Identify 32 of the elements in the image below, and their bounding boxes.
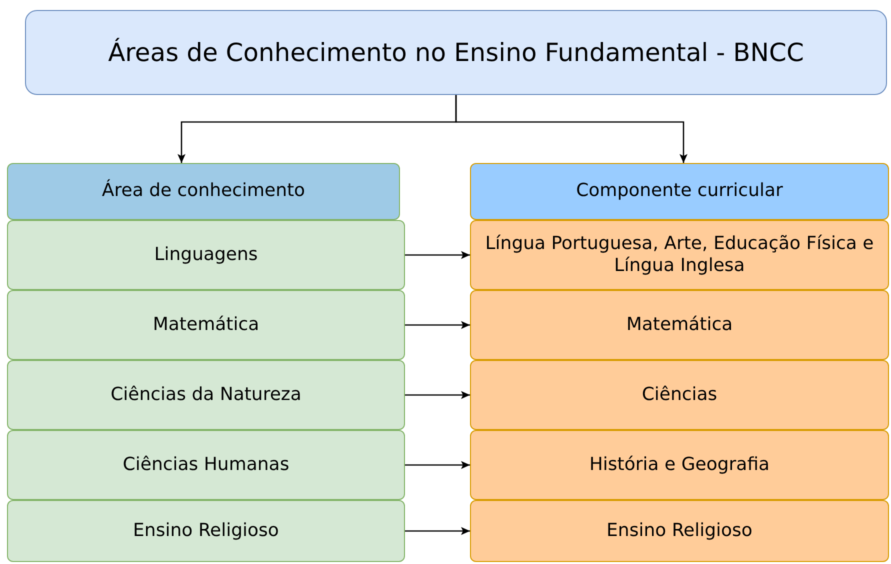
node-label: Matemática [626, 314, 733, 336]
arrow [455, 95, 688, 163]
column-header [7, 163, 400, 220]
node-label: Matemática [152, 314, 260, 336]
component-box [470, 500, 889, 562]
component-box [470, 220, 889, 290]
node-label: Área de conhecimento [102, 180, 306, 203]
area-box [7, 290, 405, 360]
node-label: Componente curricular [576, 180, 783, 203]
arrow [405, 527, 470, 535]
area-box [7, 360, 405, 430]
component-box [470, 290, 889, 360]
node-label: Ensino Religioso [133, 520, 279, 542]
component-box [470, 360, 889, 430]
arrow [405, 391, 470, 399]
title-box [25, 10, 887, 95]
area-box [7, 430, 405, 500]
arrow [405, 461, 470, 469]
component-box [470, 430, 889, 500]
node-label: Linguagens [154, 244, 258, 266]
node-label: Ciências da Natureza [110, 384, 302, 406]
node-label: Ensino Religioso [606, 520, 752, 542]
node-label: História e Geografia [589, 454, 770, 476]
node-label: Ciências Humanas [122, 454, 290, 476]
area-box [7, 500, 405, 562]
arrow [405, 251, 470, 259]
column-header [470, 163, 889, 220]
node-label: Ciências [642, 384, 718, 406]
area-box [7, 220, 405, 290]
node-label: Língua Portuguesa, Arte, Educação Física e Língua Inglesa [484, 232, 875, 278]
node-label: Áreas de Conhecimento no Ensino Fundamental - BNCC [108, 36, 804, 68]
arrow [405, 321, 470, 329]
